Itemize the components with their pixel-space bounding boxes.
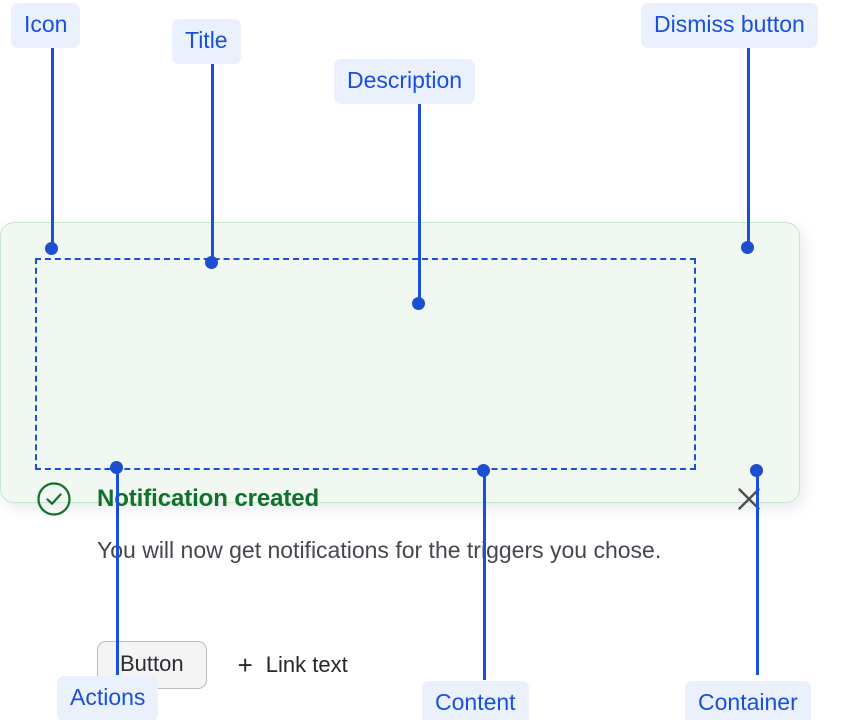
toast-title: Notification created (97, 485, 320, 512)
leader-dot-title (205, 256, 218, 269)
leader-line-actions (116, 467, 119, 675)
action-link-label: Link text (265, 652, 348, 677)
leader-line-content (483, 470, 486, 680)
plus-icon: + (237, 650, 253, 680)
leader-dot-dismiss-button (741, 241, 754, 254)
leader-line-title (211, 62, 214, 263)
toast-description: You will now get notifications for the t… (97, 537, 662, 563)
action-link[interactable]: + Link text (238, 652, 348, 678)
toast-container: Notification created You will now get no… (0, 222, 800, 689)
leader-line-dismiss-button (747, 46, 750, 249)
annotation-container: Container (685, 681, 811, 720)
annotation-content: Content (422, 681, 529, 720)
annotation-description: Description (334, 59, 476, 104)
annotation-icon: Icon (11, 3, 81, 48)
annotation-title: Title (172, 19, 241, 64)
leader-dot-container (750, 464, 763, 477)
leader-line-icon (51, 46, 54, 249)
leader-dot-content (477, 464, 490, 477)
leader-dot-icon (45, 242, 58, 255)
dismiss-close-icon[interactable] (735, 485, 763, 513)
check-circle-icon (36, 481, 72, 517)
leader-line-description (418, 102, 421, 304)
leader-dot-actions (110, 461, 123, 474)
leader-dot-description (412, 297, 425, 310)
annotation-actions: Actions (57, 676, 159, 720)
leader-line-container (756, 470, 759, 675)
annotation-dismiss-button: Dismiss button (641, 3, 818, 48)
